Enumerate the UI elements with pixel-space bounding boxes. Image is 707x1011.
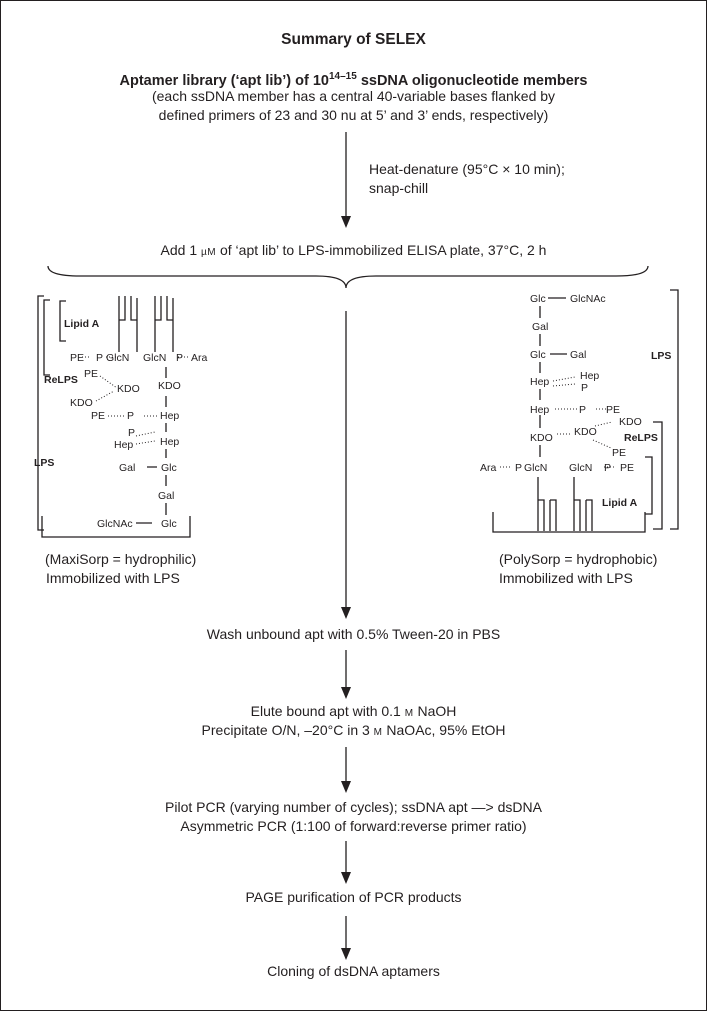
sugar-glc: Glc <box>530 293 546 305</box>
sugar-hep: Hep <box>160 436 179 448</box>
cloning-step: Cloning of dsDNA aptamers <box>267 963 440 979</box>
denature-step-1: Heat-denature (95°C × 10 min); <box>369 161 565 177</box>
sugar-pe: PE <box>84 368 98 380</box>
pilot-pcr-step: Pilot PCR (varying number of cycles); ss… <box>165 799 542 815</box>
flow-arrow-page <box>341 841 351 884</box>
sugar-p: P <box>604 462 611 474</box>
sugar-hep: Hep <box>580 370 599 382</box>
sugar-p: P <box>96 352 103 364</box>
sugar-pe: PE <box>606 404 620 416</box>
flow-arrow-elute <box>341 650 351 699</box>
flow-arrow-wash <box>341 311 351 619</box>
sugar-gal: Gal <box>532 321 548 333</box>
sugar-gal: Gal <box>158 490 174 502</box>
sugar-p: P <box>579 404 586 416</box>
sugar-glcn: GlcN <box>524 462 547 474</box>
library-desc-1: (each ssDNA member has a central 40-vari… <box>151 88 556 104</box>
sugar-hep: Hep <box>530 376 549 388</box>
sugar-p: P <box>581 382 588 394</box>
library-heading: Aptamer library (‘apt lib’) of 1014–15 s… <box>119 71 588 89</box>
relps-label-right: ReLPS <box>624 432 658 444</box>
asymmetric-pcr-step: Asymmetric PCR (1:100 of forward:reverse… <box>180 818 527 834</box>
lps-label-left: LPS <box>34 457 54 469</box>
sugar-p: P <box>128 427 135 439</box>
sugar-glcn: GlcN <box>106 352 129 364</box>
sugar-hep: Hep <box>160 410 179 422</box>
sugar-kdo: KDO <box>574 426 597 438</box>
sugar-kdo: KDO <box>70 397 93 409</box>
flow-arrow-denature <box>341 132 351 228</box>
sugar-glcn: GlcN <box>569 462 592 474</box>
sugar-kdo: KDO <box>619 416 642 428</box>
lps-structure-right <box>492 289 679 533</box>
flow-arrow-pcr <box>341 747 351 793</box>
lipid-a-label-left: Lipid A <box>64 318 100 330</box>
sugar-pe: PE <box>70 352 84 364</box>
plate-brace <box>47 265 649 289</box>
sugar-ara: Ara <box>480 462 497 474</box>
sugar-kdo: KDO <box>530 432 553 444</box>
flow-arrow-cloning <box>341 916 351 960</box>
sugar-hep: Hep <box>530 404 549 416</box>
polysorp-desc: Immobilized with LPS <box>499 570 633 586</box>
sugar-glcn: GlcN <box>143 352 166 364</box>
lps-label-right: LPS <box>651 350 671 362</box>
sugar-pe: PE <box>91 410 105 422</box>
sugar-glcnac: GlcNAc <box>97 518 133 530</box>
sugar-glcnac: GlcNAc <box>570 293 606 305</box>
polysorp-label: (PolySorp = hydrophobic) <box>499 551 658 567</box>
elute-step: Elute bound apt with 0.1 M NaOH <box>250 703 457 719</box>
sugar-hep: Hep <box>114 439 133 451</box>
maxisorp-desc: Immobilized with LPS <box>46 570 180 586</box>
sugar-p: P <box>127 410 134 422</box>
relps-label-left: ReLPS <box>44 374 78 386</box>
sugar-glc: Glc <box>161 462 177 474</box>
lipid-a-label-right: Lipid A <box>602 497 638 509</box>
sugar-p: P <box>176 352 183 364</box>
denature-step-2: snap-chill <box>369 180 429 196</box>
sugar-pe: PE <box>612 447 626 459</box>
sugar-p: P <box>515 462 522 474</box>
sugar-ara: Ara <box>191 352 208 364</box>
sugar-pe: PE <box>620 462 634 474</box>
lps-structure-left <box>37 295 191 538</box>
sugar-gal: Gal <box>119 462 135 474</box>
library-desc-2: defined primers of 23 and 30 nu at 5’ an… <box>158 107 549 123</box>
wash-step: Wash unbound apt with 0.5% Tween-20 in P… <box>206 626 501 642</box>
sugar-kdo: KDO <box>158 380 181 392</box>
add-library-step: Add 1 µM of ‘apt lib’ to LPS-immobilized… <box>160 242 547 258</box>
precipitate-step: Precipitate O/N, –20°C in 3 M NaOAc, 95%… <box>201 722 506 738</box>
figure-title: Summary of SELEX <box>281 31 426 48</box>
sugar-glc: Glc <box>161 518 177 530</box>
sugar-kdo: KDO <box>117 383 140 395</box>
sugar-gal: Gal <box>570 349 586 361</box>
sugar-glc: Glc <box>530 349 546 361</box>
page-purification-step: PAGE purification of PCR products <box>245 889 462 905</box>
maxisorp-label: (MaxiSorp = hydrophilic) <box>45 551 197 567</box>
